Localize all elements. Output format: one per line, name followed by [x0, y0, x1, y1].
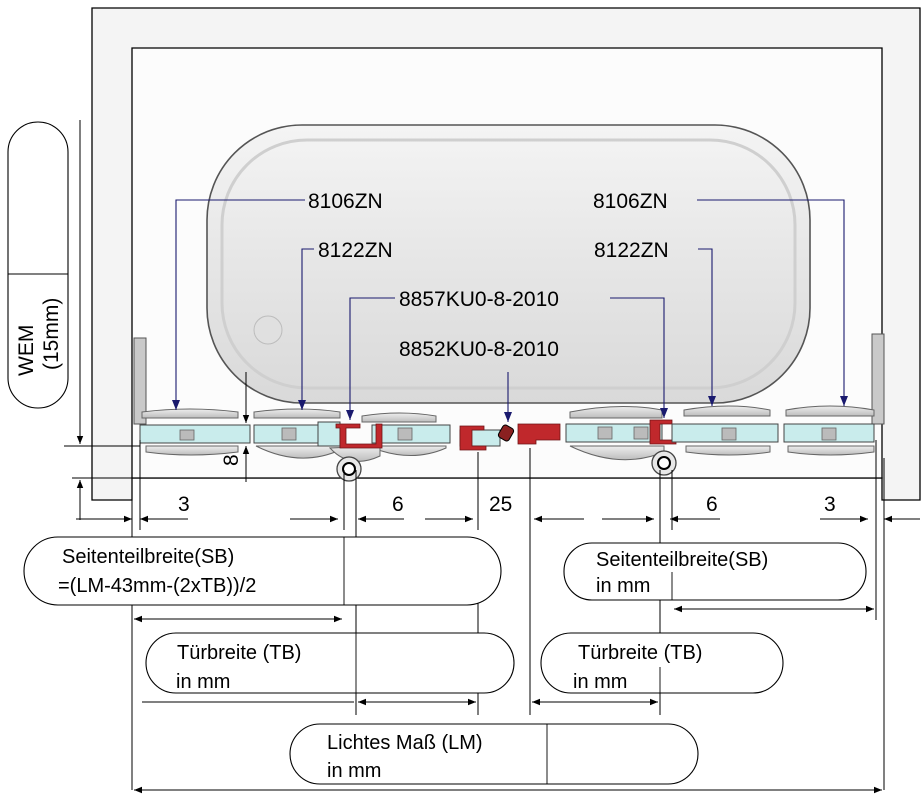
dimension-values: 3 6 25 6 3: [178, 493, 836, 516]
sb-left-line1: Seitenteilbreite(SB): [62, 546, 234, 568]
dim-6-right: 6: [706, 493, 718, 516]
lm-box: Lichtes Maß (LM) in mm: [289, 723, 699, 785]
tb-right-box: Türbreite (TB) in mm: [540, 632, 784, 694]
dim-6-left: 6: [392, 493, 404, 516]
wem-box: WEM (15mm): [7, 121, 69, 409]
sb-right-box: Seitenteilbreite(SB) in mm: [563, 542, 867, 601]
wall-profiles: [133, 333, 885, 425]
part-label-8122zn-left: 8122ZN: [318, 239, 393, 262]
sb-left-box: Seitenteilbreite(SB) =(LM-43mm-(2xTB))/2: [23, 536, 502, 606]
part-label-8106zn-left: 8106ZN: [308, 190, 383, 213]
lm-line2: in mm: [327, 760, 381, 782]
sb-left-line2: =(LM-43mm-(2xTB))/2: [58, 575, 256, 597]
wem-dimension: [64, 120, 140, 520]
tb-right-line1: Türbreite (TB): [578, 642, 702, 664]
tb-left-line2: in mm: [176, 671, 230, 693]
tb-right-line2: in mm: [573, 671, 627, 693]
sb-right-line2: in mm: [596, 575, 650, 597]
dim-3-left: 3: [178, 493, 190, 516]
dim-25: 25: [489, 493, 512, 516]
bathtub: [206, 124, 811, 404]
part-labels: 8106ZN 8106ZN 8122ZN 8122ZN 8857KU0-8-20…: [308, 190, 669, 361]
part-label-8106zn-right: 8106ZN: [593, 190, 668, 213]
part-label-8857ku0: 8857KU0-8-2010: [399, 288, 559, 311]
gap-label: 8: [220, 454, 243, 466]
part-label-8122zn-right: 8122ZN: [594, 239, 669, 262]
tb-left-box: Türbreite (TB) in mm: [145, 632, 515, 694]
wem-label: WEM: [15, 325, 38, 376]
leader-lines: [172, 199, 848, 422]
wem-unit: (15mm): [40, 298, 63, 370]
lm-line1: Lichtes Maß (LM): [327, 732, 483, 754]
dim-3-right: 3: [824, 493, 836, 516]
glass-assembly: [139, 405, 875, 482]
sb-right-line1: Seitenteilbreite(SB): [596, 549, 768, 571]
part-label-8852ku0: 8852KU0-8-2010: [399, 338, 559, 361]
tb-left-line1: Türbreite (TB): [177, 642, 301, 664]
